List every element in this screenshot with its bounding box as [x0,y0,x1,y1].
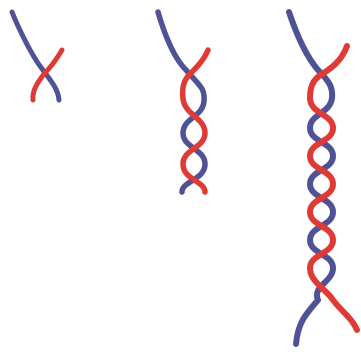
twist-short [12,12,62,100]
twist-long [289,12,357,344]
twist-medium [158,12,208,192]
